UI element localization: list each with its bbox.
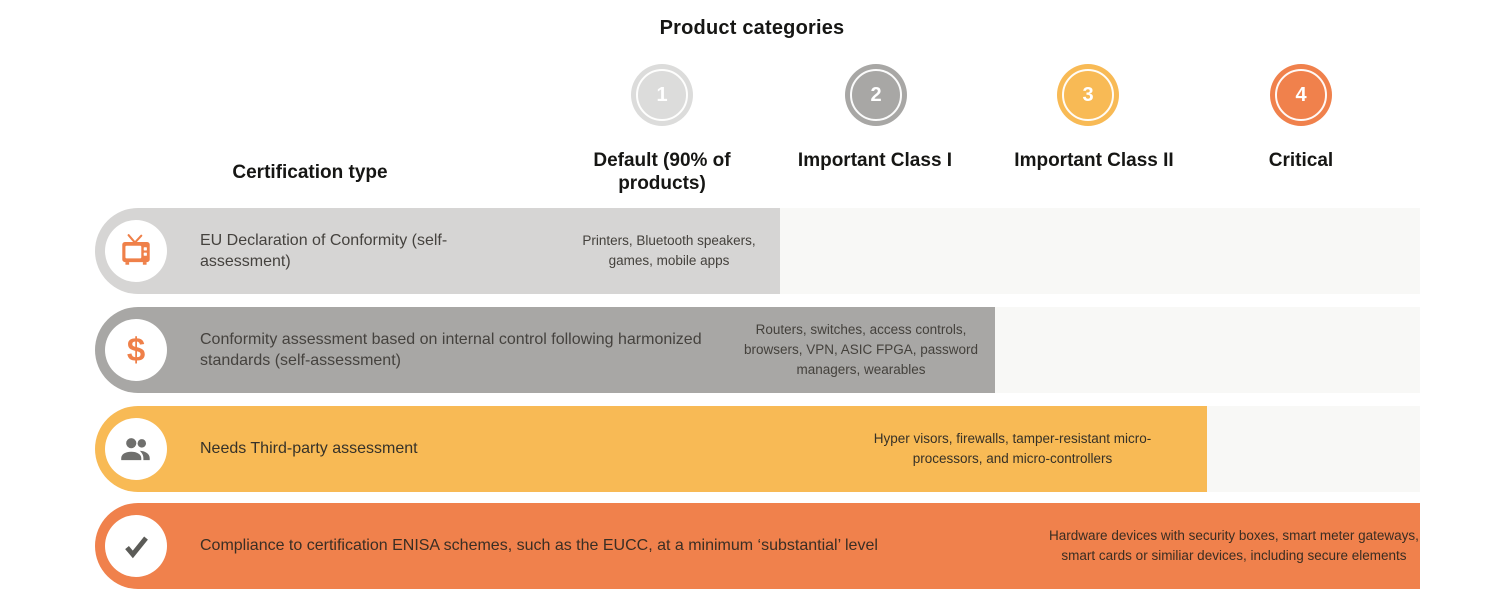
- column-header-important-class-2: Important Class II: [1014, 150, 1174, 171]
- circle-ring: [1062, 69, 1114, 121]
- row-products-critical: Hardware devices with security boxes, sm…: [1049, 528, 1419, 563]
- row-products-default: Printers, Bluetooth speakers, games, mob…: [582, 233, 756, 268]
- row-label: Needs Third-party assessment: [200, 440, 418, 458]
- row-bar: [95, 406, 1207, 492]
- circle-ring: [1275, 69, 1327, 121]
- category-circle-2: 2: [845, 64, 907, 126]
- row-bar: [95, 503, 1420, 589]
- row-label: Conformity assessment based on internal …: [200, 330, 702, 369]
- row-products-important-class-2: Hyper visors, firewalls, tamper-resistan…: [873, 431, 1152, 466]
- category-circle-4: 4: [1270, 64, 1332, 126]
- dollar-glyph: $: [126, 330, 146, 368]
- column-header-critical: Critical: [1268, 150, 1334, 171]
- table-row-eu-declaration: EU Declaration of Conformity (self-asses…: [95, 208, 1420, 294]
- row-bar: [95, 307, 995, 393]
- tv-icon: [105, 220, 167, 282]
- table-row-third-party: Needs Third-party assessment Hyper visor…: [95, 406, 1420, 492]
- row-label: Compliance to certification ENISA scheme…: [200, 537, 878, 555]
- category-circle-3: 3: [1057, 64, 1119, 126]
- certification-type-header: Certification type: [232, 162, 388, 183]
- page-title: Product categories: [659, 17, 845, 39]
- column-header-important-class-1: Important Class I: [797, 150, 953, 171]
- row-bar: [95, 208, 780, 294]
- circle-ring: [636, 69, 688, 121]
- circle-ring: [850, 69, 902, 121]
- column-header-default: Default (90% of products): [593, 150, 731, 195]
- people-icon: [105, 418, 167, 480]
- dollar-icon: $: [105, 319, 167, 381]
- table-row-enisa-certification: Compliance to certification ENISA scheme…: [95, 503, 1420, 589]
- row-products-important-class-1: Routers, switches, access controls, brow…: [743, 322, 979, 377]
- category-circle-1: 1: [631, 64, 693, 126]
- table-row-internal-control: $ Conformity assessment based on interna…: [95, 307, 1420, 393]
- row-label: EU Declaration of Conformity (self-asses…: [200, 231, 448, 270]
- check-icon: [105, 515, 167, 577]
